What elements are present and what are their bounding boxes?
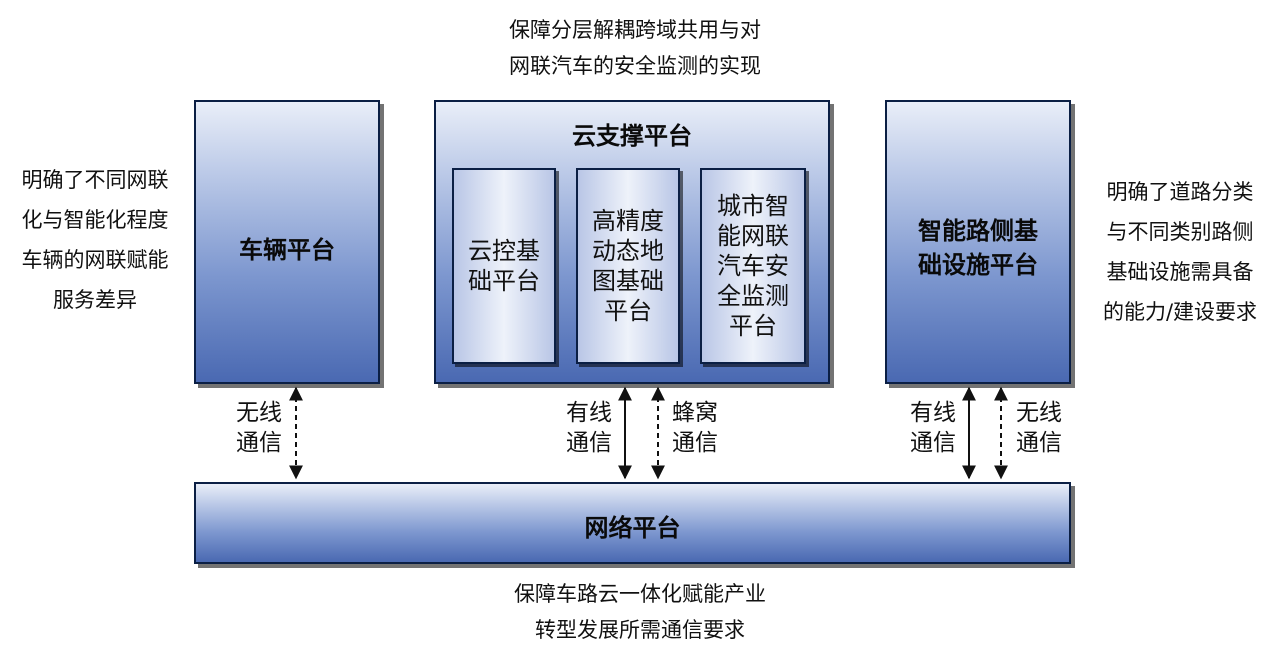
right-note-line-4: 的能力/建设要求 [1102,300,1258,324]
cloud-platform-box: 云支撑平台 云控基 础平台 高精度 动态地 图基础 平台 城市智 能网联 汽车安… [434,100,830,384]
left-note-line-1: 明确了不同网联 [21,168,169,192]
vehicle-wireless-label-line-1: 无线 [236,400,282,426]
bottom-note: 保障车路云一体化赋能产业 转型发展所需通信要求 [440,576,840,648]
hd-map-module-line-3: 图基础 [592,267,664,295]
left-note-line-2: 化与智能化程度 [21,208,169,232]
roadside-wired-label-line-2: 通信 [910,430,956,456]
network-platform-box: 网络平台 [194,482,1071,564]
cloud-cellular-label-line-2: 通信 [672,430,718,456]
safety-monitoring-module-line-1: 城市智 [717,192,789,220]
top-note: 保障分层解耦跨域共用与对 网联汽车的安全监测的实现 [440,12,830,84]
roadside-platform-title: 智能路侧基 础设施平台 [887,214,1069,282]
roadside-wired-label-line-1: 有线 [910,400,956,426]
roadside-wireless-label-line-2: 通信 [1016,430,1062,456]
bottom-note-line-2: 转型发展所需通信要求 [535,618,745,642]
right-note-line-2: 与不同类别路侧 [1106,220,1254,244]
left-note-line-3: 车辆的网联赋能 [21,248,169,272]
vehicle-wireless-label: 无线 通信 [230,398,288,458]
cloud-cellular-label: 蜂窝 通信 [666,398,724,458]
safety-monitoring-module-line-4: 全监测 [717,282,789,310]
vehicle-platform-box: 车辆平台 [194,100,380,384]
cloud-wired-label-line-2: 通信 [566,430,612,456]
cloud-control-module: 云控基 础平台 [452,168,556,364]
cloud-control-module-line-2: 础平台 [468,267,540,295]
top-note-line-1: 保障分层解耦跨域共用与对 [509,18,761,42]
right-note-line-3: 基础设施需具备 [1106,260,1254,284]
right-note: 明确了道路分类 与不同类别路侧 基础设施需具备 的能力/建设要求 [1082,172,1278,332]
left-note-line-4: 服务差异 [53,288,137,312]
safety-monitoring-module: 城市智 能网联 汽车安 全监测 平台 [700,168,806,364]
roadside-wired-label: 有线 通信 [904,398,962,458]
roadside-wireless-label-line-1: 无线 [1016,400,1062,426]
hd-map-module-line-2: 动态地 [592,237,664,265]
roadside-platform-box: 智能路侧基 础设施平台 [885,100,1071,384]
hd-map-module-line-4: 平台 [604,297,652,325]
cloud-control-module-line-1: 云控基 [468,237,540,265]
left-note: 明确了不同网联 化与智能化程度 车辆的网联赋能 服务差异 [4,160,186,320]
cloud-platform-title: 云支撑平台 [572,122,692,150]
safety-monitoring-module-line-5: 平台 [729,312,777,340]
cloud-cellular-label-line-1: 蜂窝 [672,400,718,426]
roadside-wireless-label: 无线 通信 [1010,398,1068,458]
vehicle-platform-title: 车辆平台 [239,236,335,264]
hd-map-module-line-1: 高精度 [592,207,664,235]
vehicle-wireless-label-line-2: 通信 [236,430,282,456]
bottom-note-line-1: 保障车路云一体化赋能产业 [514,582,766,606]
network-platform-title: 网络平台 [584,514,681,542]
cloud-wired-label: 有线 通信 [560,398,618,458]
right-note-line-1: 明确了道路分类 [1106,180,1254,204]
cloud-wired-label-line-1: 有线 [566,400,612,426]
top-note-line-2: 网联汽车的安全监测的实现 [509,54,761,78]
roadside-platform-title-line-2: 础设施平台 [918,251,1038,279]
safety-monitoring-module-line-2: 能网联 [717,222,789,250]
roadside-platform-title-line-1: 智能路侧基 [918,217,1038,245]
hd-map-module: 高精度 动态地 图基础 平台 [576,168,680,364]
safety-monitoring-module-line-3: 汽车安 [717,252,789,280]
